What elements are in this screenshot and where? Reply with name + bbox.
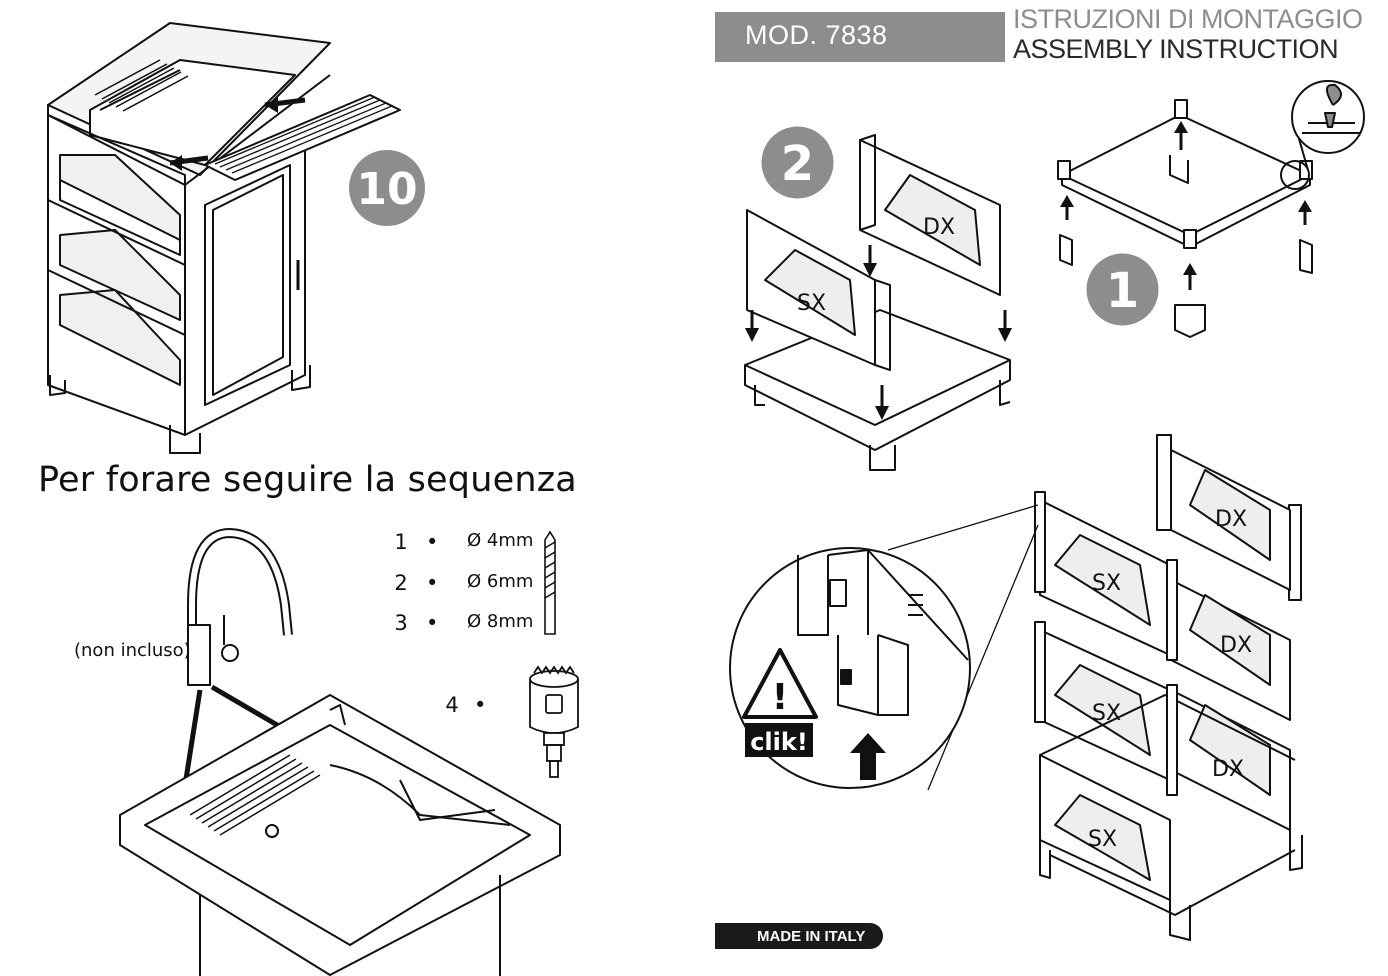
sink-faucet-illustration xyxy=(119,528,561,976)
hole-saw-icon xyxy=(529,665,579,778)
seq-2-number: 2 xyxy=(394,571,408,595)
step-1-illustration xyxy=(1057,80,1365,338)
warning-symbol: ! xyxy=(772,677,788,718)
click-detail-illustration: ! clik! xyxy=(729,504,1039,791)
stacked-units-illustration: DX DX DX SX SX SX xyxy=(1034,434,1303,941)
step-10-label: 10 xyxy=(356,164,417,215)
step-2-label: 2 xyxy=(781,136,814,192)
seq-3-dot: • xyxy=(426,611,439,635)
step-2-illustration: SX DX xyxy=(744,134,1012,471)
faucet-note: (non incluso) xyxy=(74,640,191,661)
model-banner xyxy=(715,12,1005,62)
title-italian: ISTRUZIONI DI MONTAGGIO xyxy=(1013,4,1363,34)
stack-sx-label-3: SX xyxy=(1088,827,1117,852)
step-2-sx-label: SX xyxy=(797,291,826,316)
step-1-label: 1 xyxy=(1106,263,1139,319)
stack-dx-label-3: DX xyxy=(1212,757,1244,782)
seq-2-dot: • xyxy=(426,571,439,595)
seq-1-dot: • xyxy=(426,530,439,554)
seq-4-dot: • xyxy=(474,693,487,717)
step-2-dx-label: DX xyxy=(923,215,955,240)
stack-sx-label-1: SX xyxy=(1092,571,1121,596)
seq-1-number: 1 xyxy=(394,530,408,554)
made-in-italy-label: MADE IN ITALY xyxy=(757,928,866,945)
made-in-italy-badge xyxy=(715,923,883,949)
stack-dx-label-1: DX xyxy=(1215,507,1247,532)
drill-bit-icon xyxy=(544,530,556,635)
seq-4-number: 4 xyxy=(445,693,459,717)
title-english: ASSEMBLY INSTRUCTION xyxy=(1013,34,1339,64)
step-10-badge: 10 xyxy=(349,150,425,226)
stack-dx-label-2: DX xyxy=(1220,633,1252,658)
warning-icon xyxy=(742,648,818,719)
seq-3-size: Ø 8mm xyxy=(467,611,534,632)
step-1-badge: 1 xyxy=(1086,253,1159,326)
step-2-badge: 2 xyxy=(761,126,834,199)
click-label: clik! xyxy=(750,728,808,756)
seq-2-size: Ø 6mm xyxy=(467,571,534,592)
model-number: MOD. 7838 xyxy=(745,20,888,50)
cabinet-illustration xyxy=(47,22,401,454)
seq-3-number: 3 xyxy=(394,611,408,635)
seq-1-size: Ø 4mm xyxy=(467,530,534,551)
drilling-title: Per forare seguire la sequenza xyxy=(38,460,577,500)
up-arrow-icon xyxy=(850,733,886,780)
stack-sx-label-2: SX xyxy=(1092,701,1121,726)
